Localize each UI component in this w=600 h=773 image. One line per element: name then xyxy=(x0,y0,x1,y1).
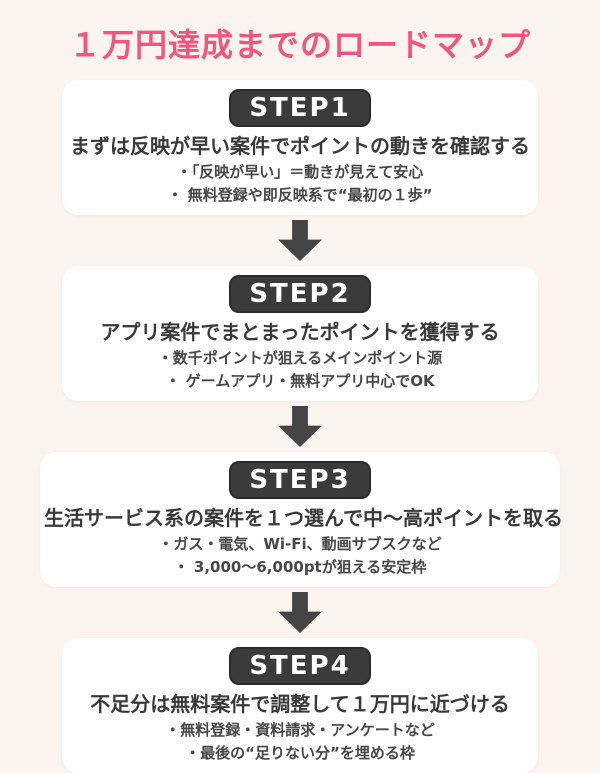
step3-badge: STEP3 xyxy=(229,461,371,499)
step4-heading: 不足分は無料案件で調整して１万円に近づける xyxy=(90,692,510,716)
down-arrow-icon xyxy=(278,220,322,261)
roadmap-infographic: １万円達成までのロードマップ STEP1 まずは反映が早い案件でポイントの動きを… xyxy=(40,26,563,773)
down-arrow-icon xyxy=(278,592,322,633)
step4-bullet-1: ・無料登録・資料請求・アンケートなど xyxy=(165,721,435,739)
step4-bullet-2: ・最後の“足りない分”を埋める枠 xyxy=(185,744,415,762)
step3-bullet-2: ・ 3,000〜6,000ptが狙える安定枠 xyxy=(173,558,427,576)
step1-heading: まずは反映が早い案件でポイントの動きを確認する xyxy=(70,134,530,158)
step2-badge: STEP2 xyxy=(229,275,371,313)
step1-card: STEP1 まずは反映が早い案件でポイントの動きを確認する ・「反映が早い」＝動… xyxy=(62,80,538,215)
step2-bullet-1: ・数千ポイントが狙えるメインポイント源 xyxy=(157,349,443,367)
step3-card: STEP3 生活サービス系の案件を１つ選んで中〜高ポイントを取る ・ガス・電気、… xyxy=(40,452,563,587)
step3-heading: 生活サービス系の案件を１つ選んで中〜高ポイントを取る xyxy=(44,506,563,530)
step4-card: STEP4 不足分は無料案件で調整して１万円に近づける ・無料登録・資料請求・ア… xyxy=(62,638,538,773)
step1-badge: STEP1 xyxy=(229,89,371,127)
step2-bullet-2: ・ ゲームアプリ・無料アプリ中心でOK xyxy=(165,372,435,390)
page-title: １万円達成までのロードマップ xyxy=(68,26,531,64)
down-arrow-icon xyxy=(278,406,322,447)
step1-bullet-1: ・「反映が早い」＝動きが見えて安心 xyxy=(176,163,424,181)
step2-heading: アプリ案件でまとまったポイントを獲得する xyxy=(100,320,500,344)
step3-bullet-1: ・ガス・電気、Wi-Fi、動画サブスクなど xyxy=(158,535,442,553)
step4-badge: STEP4 xyxy=(229,647,371,685)
step2-card: STEP2 アプリ案件でまとまったポイントを獲得する ・数千ポイントが狙えるメイ… xyxy=(62,266,538,401)
step1-bullet-2: ・ 無料登録や即反映系で“最初の１歩” xyxy=(167,186,433,204)
